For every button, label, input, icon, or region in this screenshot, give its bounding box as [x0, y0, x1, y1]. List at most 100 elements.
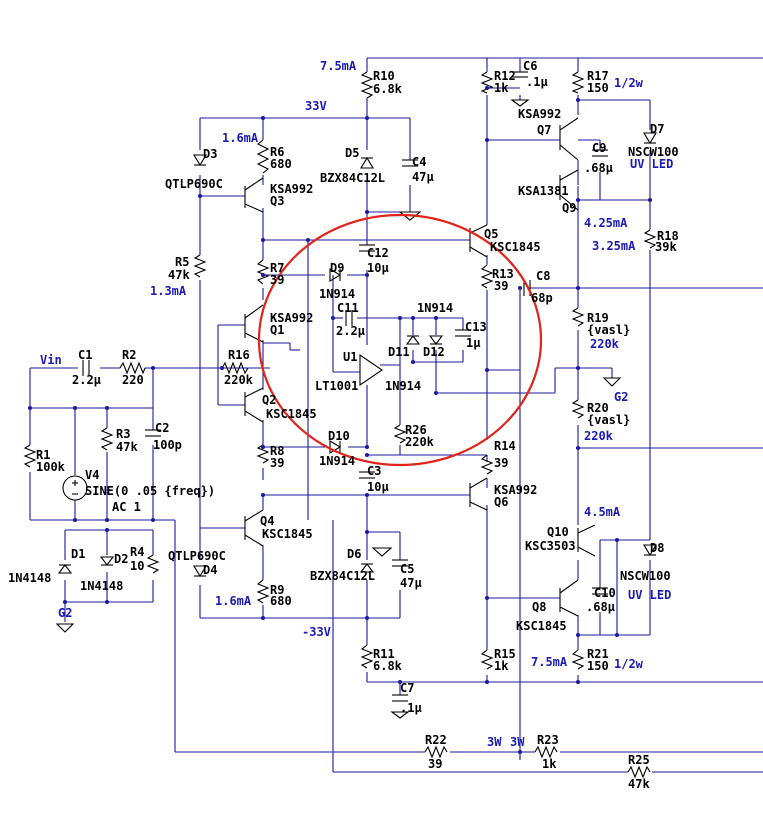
label-components-q7-val: KSA992	[518, 107, 561, 121]
label-components-d6-val: BZX84C12L	[310, 569, 375, 583]
capacitor-c7	[392, 694, 408, 702]
label-components-q5-val: KSC1845	[490, 240, 541, 254]
label-components-c2-ref: C2	[155, 421, 169, 435]
resistor-r11	[360, 644, 374, 669]
label-components-c5-val: 47µ	[400, 576, 422, 590]
label-components-q4-val: KSC1845	[262, 527, 313, 541]
label-components-c12-val: 10µ	[367, 261, 389, 275]
label-components-r6-val: 680	[270, 157, 292, 171]
label-components-q8-val: KSC1845	[516, 619, 567, 633]
capacitor-c10	[592, 587, 608, 595]
label-components-r25-ref: R25	[628, 753, 650, 767]
label-components-d10-val: 1N914	[319, 454, 355, 468]
resistor-r10	[360, 71, 374, 99]
source-v4	[62, 475, 88, 501]
label-components-r13-ref: R13	[492, 267, 514, 281]
capacitor-c5	[392, 559, 408, 567]
resistor-r14	[480, 454, 494, 475]
label-components-d1-ref: D1	[71, 547, 85, 561]
capacitor-c6	[512, 71, 528, 78]
annotation-v-pos: 33V	[305, 99, 327, 113]
label-components-r18-val: 39k	[655, 240, 677, 254]
transistor-q6	[469, 477, 488, 511]
label-components-c10-val: .68µ	[586, 600, 615, 614]
label-components-c2-val: 100p	[153, 438, 182, 452]
annotation-pwr-r17: 1/2w	[614, 76, 644, 90]
label-components-d2-ref: D2	[114, 552, 128, 566]
label-components-c3-val: 10µ	[367, 480, 389, 494]
label-components-u1-val: LT1001	[315, 379, 358, 393]
label-components-c1-ref: C1	[78, 348, 92, 362]
label-components-q3-val: KSA992	[270, 182, 313, 196]
label-components-q5-ref: Q5	[484, 227, 498, 241]
label-components-d1-val: 1N4148	[8, 571, 51, 585]
resistor-r23	[534, 745, 558, 759]
label-components-r5-val: 47k	[168, 268, 190, 282]
label-components-r16-val: 220k	[224, 373, 254, 387]
label-components-r7-ref: R7	[270, 261, 284, 275]
resistor-r1	[23, 444, 37, 468]
label-components-d3-val: QTLP690C	[165, 177, 223, 191]
label-components-v4-ac: AC 1	[112, 500, 141, 514]
capacitor-c3	[359, 471, 375, 479]
label-components-q4-ref: Q4	[260, 514, 274, 528]
label-components-r8-ref: R8	[270, 444, 284, 458]
resistor-r18	[643, 229, 657, 249]
annotation-led-d8: UV LED	[628, 588, 671, 602]
transistor-q4	[244, 509, 264, 547]
diode-d8	[643, 544, 657, 557]
label-components-r23-val: 1k	[542, 757, 557, 771]
resistor-r19	[571, 307, 585, 327]
resistor-r20	[571, 399, 585, 419]
label-components-c1-val: 2.2µ	[72, 373, 101, 387]
label-components-q10-val: KSC3503	[525, 539, 576, 553]
diode-d1	[57, 564, 73, 574]
opamp-u1	[359, 353, 383, 387]
annotation-pwr-r21: 1/2w	[614, 657, 644, 671]
ground-g2-right	[602, 377, 622, 387]
label-components-r1-ref: R1	[36, 448, 50, 462]
transistor-q2	[244, 387, 264, 423]
label-components-v4-val: SINE(0 .05 {freq})	[85, 484, 215, 498]
label-components-q2-ref: Q2	[262, 393, 276, 407]
labels: 7.5mA 33V 1.6mA 1.3mA 1/2w UV LED 4.25mA…	[8, 59, 679, 791]
resistor-r2	[119, 361, 146, 375]
label-components-c8-ref: C8	[536, 269, 550, 283]
junctions	[28, 86, 652, 754]
label-components-c13-ref: C13	[465, 320, 487, 334]
net-g2-left: G2	[58, 606, 72, 620]
label-components-d9-val: 1N914	[319, 287, 355, 301]
label-components-q2-val: KSC1845	[266, 407, 317, 421]
label-components-q10-ref: Q10	[547, 525, 569, 539]
label-components-c11-val: 2.2µ	[336, 324, 365, 338]
resistor-r7	[256, 259, 270, 285]
label-components-d11-ref: D11	[388, 345, 410, 359]
label-components-u1-ref: U1	[343, 350, 357, 364]
label-components-r18-ref: R18	[657, 229, 679, 243]
transistor-q9	[559, 169, 579, 211]
label-components-r9-ref: R9	[270, 583, 284, 597]
annotation-i-q10: 4.5mA	[584, 505, 621, 519]
label-components-q8-ref: Q8	[532, 600, 546, 614]
label-components-r26-ref: R26	[405, 423, 427, 437]
resistor-r8	[256, 444, 270, 464]
resistor-r3	[100, 427, 114, 451]
label-components-r16-ref: R16	[228, 348, 250, 362]
resistor-r6	[256, 139, 270, 174]
resistor-r17	[571, 71, 585, 94]
label-components-r19-val: {vasl}	[587, 323, 630, 337]
capacitor-c2	[145, 429, 161, 437]
ground-g2-left	[55, 623, 75, 633]
label-components-r19-ref: R19	[587, 311, 609, 325]
annotation-r20-i: 220k	[584, 429, 614, 443]
label-components-r12-ref: R12	[494, 69, 516, 83]
capacitor-c11	[345, 310, 353, 326]
label-components-r17-val: 150	[587, 81, 609, 95]
transistor-q3	[244, 177, 264, 213]
annotation-i-r18: 3.25mA	[592, 239, 636, 253]
capacitor-c4	[402, 159, 418, 167]
label-components-q3-ref: Q3	[270, 194, 284, 208]
annotation-i-top: 7.5mA	[320, 59, 357, 73]
label-components-d8-ref: D8	[650, 541, 664, 555]
